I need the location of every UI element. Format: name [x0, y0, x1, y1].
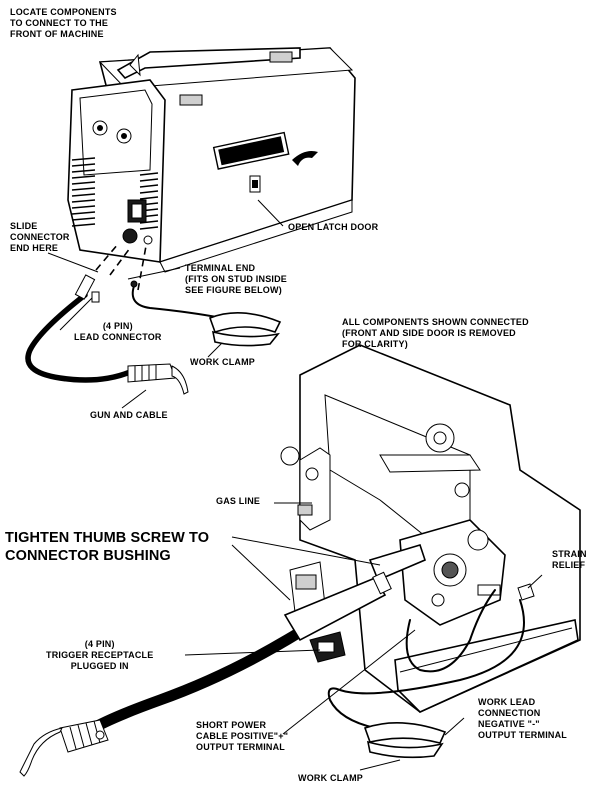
open-machine [280, 344, 581, 713]
work-clamp-top [208, 312, 282, 347]
label-slide-connector: SLIDE CONNECTOR END HERE [10, 221, 70, 253]
label-work-lead-connection: WORK LEAD CONNECTION NEGATIVE "-" OUTPUT… [478, 697, 567, 740]
label-tighten-thumb-screw: TIGHTEN THUMB SCREW TO CONNECTOR BUSHING [5, 530, 210, 564]
nameplate [212, 131, 290, 170]
label-work-clamp-top: WORK CLAMP [190, 357, 255, 367]
label-four-pin-lead-connector: (4 PIN) LEAD CONNECTOR [74, 321, 162, 342]
label-work-clamp-bottom: WORK CLAMP [298, 773, 363, 783]
gun-and-cable-bottom [19, 544, 496, 777]
label-trigger-receptacle: (4 PIN) TRIGGER RECEPTACLE PLUGGED IN [46, 639, 154, 671]
label-locate-components: LOCATE COMPONENTS TO CONNECT TO THE FRON… [10, 7, 117, 39]
label-open-latch-door: OPEN LATCH DOOR [288, 222, 379, 232]
label-strain-relief: STRAIN RELIEF [552, 549, 587, 570]
bottom-leaders [184, 502, 543, 771]
label-short-power-cable: SHORT POWER CABLE POSITIVE"+" OUTPUT TER… [196, 720, 289, 752]
label-all-components: ALL COMPONENTS SHOWN CONNECTED (FRONT AN… [342, 317, 529, 349]
connection-dashes [95, 243, 147, 291]
gun-and-cable-top [25, 274, 223, 395]
label-gas-line: GAS LINE [216, 496, 261, 506]
label-gun-and-cable: GUN AND CABLE [90, 410, 168, 420]
welder-machine [67, 47, 356, 273]
work-lead-bottom [327, 599, 525, 729]
work-clamp-bottom [363, 722, 447, 759]
label-terminal-end: TERMINAL END (FITS ON STUD INSIDE SEE FI… [185, 263, 288, 295]
